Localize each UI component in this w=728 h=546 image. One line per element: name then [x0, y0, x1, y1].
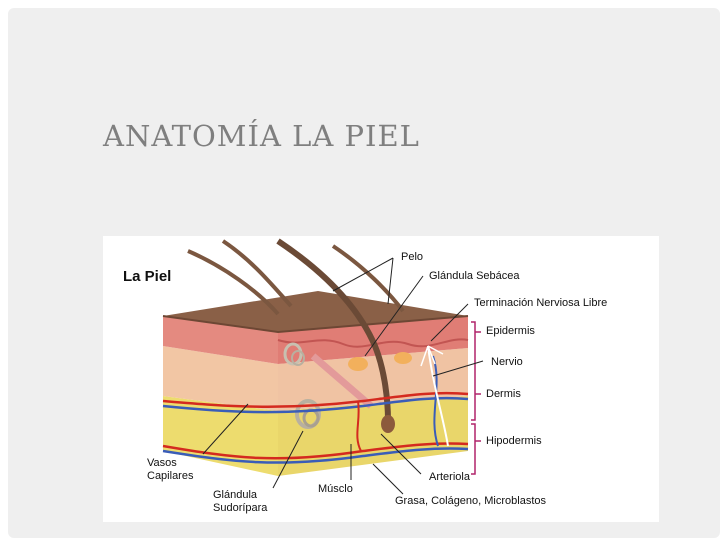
- hair-2: [221, 239, 293, 308]
- leader-lines: [202, 257, 484, 495]
- artery-line: [162, 391, 469, 409]
- label-glandula-sudoripara-2: Sudorípara: [213, 502, 268, 514]
- label-dermis: Dermis: [486, 388, 521, 400]
- deep-vein: [162, 447, 469, 464]
- layer-bracket: [471, 321, 481, 475]
- artery-branch: [356, 400, 362, 452]
- sebaceous-gland-2: [394, 352, 412, 364]
- vein-line: [162, 396, 469, 414]
- hair-1: [187, 249, 280, 316]
- label-epidermis: Epidermis: [486, 325, 535, 337]
- figure-heading: La Piel: [123, 268, 171, 285]
- label-arteriola: Arteriola: [429, 471, 471, 483]
- arrector-muscle: [310, 353, 374, 409]
- vein-branch: [432, 355, 439, 447]
- skin-block: [162, 238, 469, 476]
- deep-artery: [162, 442, 469, 460]
- sweat-gland-upper: [283, 342, 305, 366]
- label-grasa: Grasa, Colágeno, Microblastos: [395, 495, 547, 507]
- label-pelo: Pelo: [401, 251, 423, 263]
- skin-anatomy-figure: La Piel Pelo Glándula Sebácea Terminació…: [103, 236, 659, 522]
- label-hipodermis: Hipodermis: [486, 435, 542, 447]
- dermis-front: [163, 346, 278, 411]
- label-capilares: Capilares: [147, 470, 194, 482]
- label-glandula-sudoripara-1: Glándula: [213, 489, 258, 501]
- label-glandula-sebacea: Glándula Sebácea: [429, 270, 520, 282]
- slide-background: ANATOMÍA LA PIEL: [8, 8, 720, 538]
- nerve-fiber: [427, 345, 449, 447]
- hair-bulb: [381, 415, 395, 433]
- sebaceous-gland: [348, 357, 368, 371]
- skin-diagram: La Piel Pelo Glándula Sebácea Terminació…: [123, 238, 607, 514]
- label-vasos: Vasos: [147, 457, 177, 469]
- hair-4: [331, 244, 405, 313]
- label-musculo: Músclo: [318, 483, 353, 495]
- label-nervio: Nervio: [491, 356, 523, 368]
- label-terminacion-nerviosa: Terminación Nerviosa Libre: [474, 297, 607, 309]
- surface-edge: [162, 315, 469, 334]
- hair-main: [276, 238, 391, 422]
- slide-title: ANATOMÍA LA PIEL: [103, 119, 420, 153]
